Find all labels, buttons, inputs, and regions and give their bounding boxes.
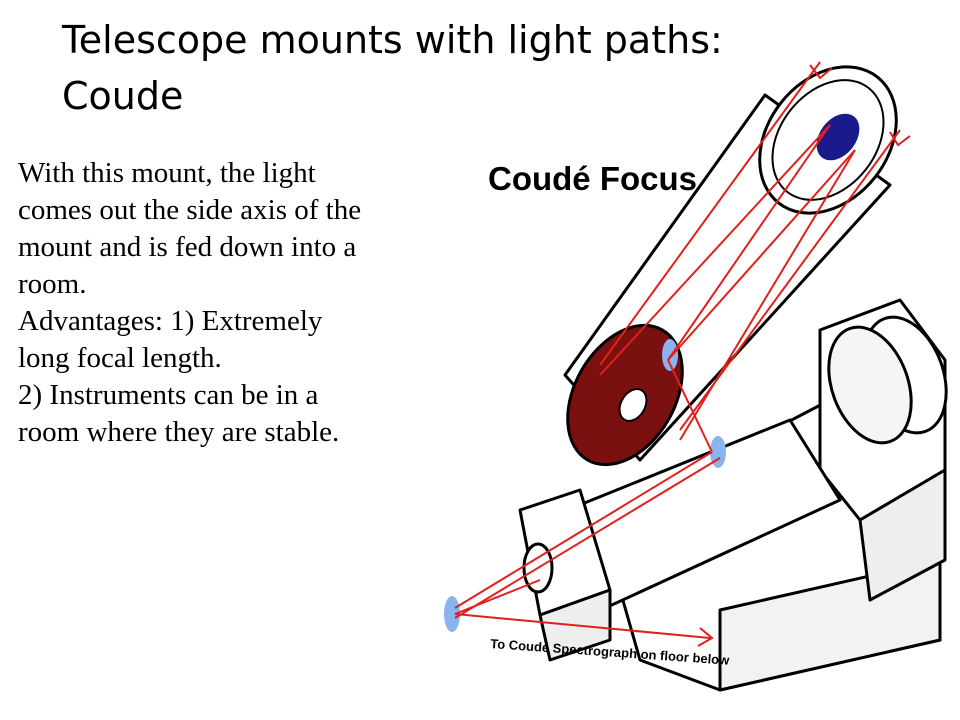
description-line: room where they are stable. [18, 416, 340, 448]
description-line: With this mount, the light [18, 157, 316, 189]
slide-title: Telescope mounts with light paths: Coude [62, 12, 862, 124]
diagram-heading: Coudé Focus [488, 160, 697, 197]
primary-mirror [566, 323, 684, 467]
description-line: comes out the side axis of the [18, 194, 362, 226]
flat-mirror-2 [710, 436, 726, 468]
description-line: mount and is fed down into a [18, 231, 357, 263]
description-line: 2) Instruments can be in a [18, 379, 319, 411]
flat-mirrors [444, 339, 726, 632]
secondary-mirror [816, 113, 860, 161]
flat-mirror-3 [444, 596, 460, 632]
description-text: With this mount, the light comes out the… [18, 155, 488, 451]
light-arrowheads [697, 64, 911, 647]
title-line-1: Telescope mounts with light paths: [62, 18, 723, 62]
description-line: Advantages: 1) Extremely [18, 305, 323, 337]
light-paths [454, 61, 901, 639]
title-line-2: Coude [62, 74, 184, 118]
flat-mirror-1 [662, 339, 678, 371]
coude-focus-diagram: Coudé Focus [444, 61, 948, 692]
declination-axis [827, 315, 948, 445]
description-line: room. [18, 268, 87, 300]
description-line: long focal length. [18, 342, 222, 374]
